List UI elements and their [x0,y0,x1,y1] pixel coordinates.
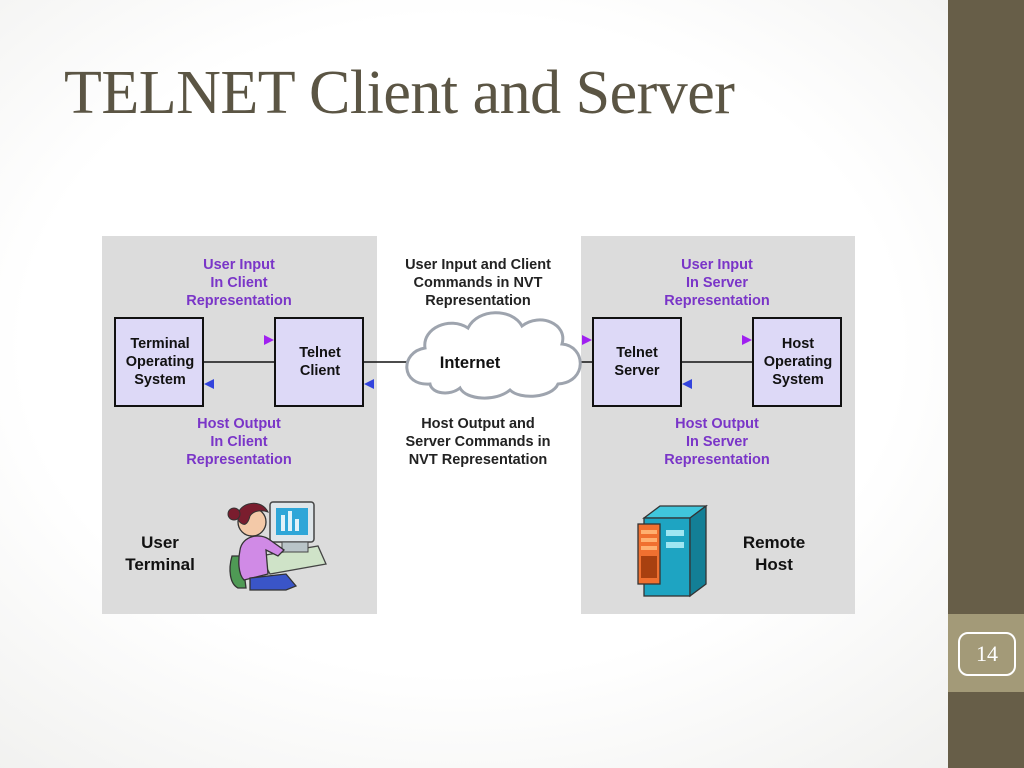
nvt-input-label: User Input and Client Commands in NVT Re… [405,257,551,309]
telnet-server-box [592,317,682,407]
client-host-output-label: Host Output In Client Representation [186,416,292,468]
terminal-os-box [114,317,204,407]
nvt-output-label: Host Output and Server Commands in NVT R… [405,416,551,468]
page-number-box [948,614,1024,692]
host-os-label: Host Operating System [763,336,833,388]
user-at-computer-icon [227,501,327,591]
internet-label: Internet [439,354,501,372]
cloud-icon [405,311,582,400]
client-user-input-label: User Input In Client Representation [186,257,292,309]
host-os-box [752,317,842,407]
server-panel [581,236,855,614]
telnet-client-label: Telnet Client [299,345,341,379]
user-terminal-caption: User Terminal [125,533,195,574]
server-user-input-label: User Input In Server Representation [664,257,770,309]
remote-host-caption: Remote Host [742,533,806,574]
server-rack-icon [637,504,708,598]
telnet-server-label: Telnet Server [614,345,660,379]
slide-title: TELNET Client and Server [64,59,735,127]
server-host-output-label: Host Output In Server Representation [664,416,770,468]
telnet-diagram: User Input In Client Representation Term… [100,234,856,616]
diagram-graphics [102,236,855,614]
telnet-client-box [274,317,364,407]
page-number: 14 [976,641,998,666]
page-number-frame [958,632,1016,676]
terminal-os-label: Terminal Operating System [125,336,195,388]
